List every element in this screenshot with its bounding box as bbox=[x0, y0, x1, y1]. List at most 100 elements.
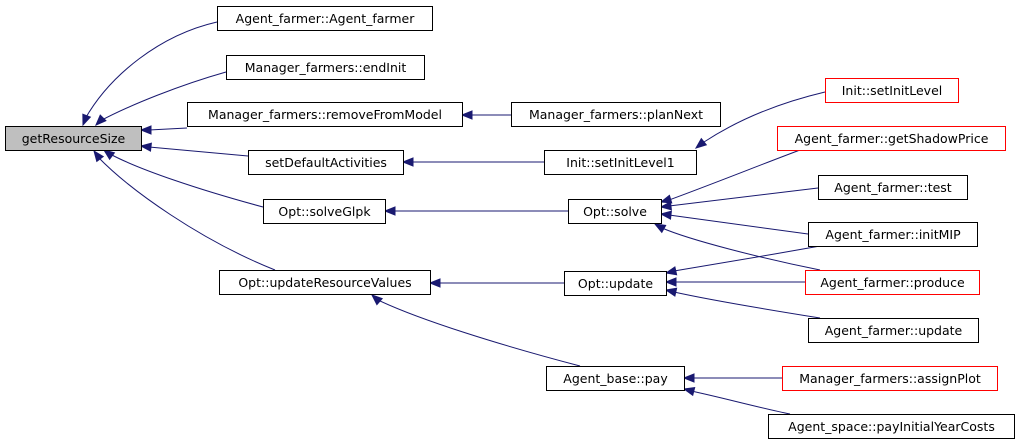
node-box[interactable] bbox=[564, 271, 667, 296]
edge-line bbox=[673, 245, 821, 272]
edge-initMIP-to-optSolve bbox=[659, 210, 809, 235]
node-afTest[interactable]: Agent_farmer::test bbox=[818, 175, 968, 200]
edge-afUpdate-to-optUpdate bbox=[664, 287, 821, 319]
edge-removeFromModel-to-getResourceSize bbox=[139, 125, 188, 135]
node-label: Opt::update bbox=[578, 276, 653, 291]
arrowhead-icon bbox=[659, 194, 673, 204]
node-label: Agent_farmer::Agent_farmer bbox=[236, 11, 416, 26]
node-box[interactable] bbox=[777, 126, 1006, 151]
edge-line bbox=[148, 146, 249, 157]
node-payInitialYearCosts[interactable]: Agent_space::payInitialYearCosts bbox=[768, 414, 1015, 439]
edge-optUpdate-to-updateResourceValues bbox=[428, 278, 564, 288]
edge-line bbox=[668, 187, 819, 207]
edge-updateResourceValues-to-getResourceSize bbox=[93, 149, 276, 271]
node-label: Agent_farmer::test bbox=[834, 180, 952, 195]
node-solveGlpk[interactable]: Opt::solveGlpk bbox=[263, 199, 386, 224]
edge-line bbox=[668, 149, 801, 201]
node-updateResourceValues[interactable]: Opt::updateResourceValues bbox=[219, 270, 431, 295]
node-box[interactable] bbox=[808, 222, 978, 247]
node-box[interactable] bbox=[5, 126, 142, 151]
arrowhead-icon bbox=[664, 266, 678, 276]
arrowhead-icon bbox=[93, 149, 105, 163]
node-box[interactable] bbox=[782, 366, 998, 391]
node-box[interactable] bbox=[768, 414, 1015, 439]
node-box[interactable] bbox=[568, 199, 662, 224]
node-setDefaultActivities[interactable]: setDefaultActivities bbox=[248, 150, 404, 175]
edge-solveGlpk-to-getResourceSize bbox=[102, 149, 264, 208]
node-label: Manager_farmers::assignPlot bbox=[799, 371, 981, 386]
edge-line bbox=[673, 291, 821, 319]
arrowhead-icon bbox=[139, 142, 152, 152]
edge-setDefaultActivities-to-getResourceSize bbox=[139, 142, 249, 157]
edge-setInitLevel1-to-setDefaultActivities bbox=[401, 157, 544, 167]
edges-layer bbox=[82, 21, 826, 415]
node-label: Manager_farmers::endInit bbox=[245, 60, 407, 75]
arrowhead-icon bbox=[694, 137, 708, 149]
node-getResourceSize[interactable]: getResourceSize bbox=[5, 126, 142, 151]
node-label: getResourceSize bbox=[22, 131, 126, 146]
node-box[interactable] bbox=[546, 366, 685, 391]
node-box[interactable] bbox=[263, 199, 386, 224]
node-label: Agent_farmer::update bbox=[825, 323, 963, 338]
node-label: Init::setInitLevel bbox=[842, 83, 943, 98]
edge-line bbox=[703, 91, 826, 143]
node-assignPlot[interactable]: Manager_farmers::assignPlot bbox=[782, 366, 998, 391]
node-box[interactable] bbox=[187, 102, 463, 127]
edge-optSolve-to-solveGlpk bbox=[383, 206, 568, 216]
arrowhead-icon bbox=[664, 277, 677, 287]
edge-produce-to-optSolve bbox=[653, 223, 821, 271]
arrowhead-icon bbox=[139, 125, 152, 135]
node-label: Opt::solve bbox=[583, 204, 647, 219]
arrowhead-icon bbox=[659, 210, 672, 220]
node-box[interactable] bbox=[808, 318, 979, 343]
node-optSolve[interactable]: Opt::solve bbox=[568, 199, 662, 224]
node-label: Agent_farmer::produce bbox=[820, 275, 965, 290]
node-label: Agent_farmer::initMIP bbox=[825, 227, 961, 242]
edge-afTest-to-optSolve bbox=[659, 187, 819, 211]
node-agentFarmerCtor[interactable]: Agent_farmer::Agent_farmer bbox=[217, 6, 433, 31]
edge-payInitialYearCosts-to-pay bbox=[682, 386, 791, 415]
edge-planNext-to-removeFromModel bbox=[460, 110, 511, 120]
node-setInitLevel[interactable]: Init::setInitLevel bbox=[825, 78, 959, 103]
node-box[interactable] bbox=[511, 102, 721, 127]
arrowhead-icon bbox=[653, 223, 667, 234]
node-box[interactable] bbox=[226, 55, 425, 80]
edge-getShadowPrice-to-optSolve bbox=[659, 149, 801, 204]
edge-line bbox=[109, 153, 264, 208]
node-box[interactable] bbox=[818, 175, 968, 200]
node-box[interactable] bbox=[217, 6, 433, 31]
node-planNext[interactable]: Manager_farmers::planNext bbox=[511, 102, 721, 127]
node-getShadowPrice[interactable]: Agent_farmer::getShadowPrice bbox=[777, 126, 1006, 151]
edge-assignPlot-to-pay bbox=[682, 373, 782, 383]
node-initMIP[interactable]: Agent_farmer::initMIP bbox=[808, 222, 978, 247]
node-label: Agent_space::payInitialYearCosts bbox=[788, 419, 995, 434]
node-setInitLevel1[interactable]: Init::setInitLevel1 bbox=[544, 150, 697, 175]
arrowhead-icon bbox=[82, 113, 92, 127]
node-optUpdate[interactable]: Opt::update bbox=[564, 271, 667, 296]
arrowhead-icon bbox=[682, 373, 695, 383]
node-pay[interactable]: Agent_base::pay bbox=[546, 366, 685, 391]
edge-initMIP-to-optUpdate bbox=[664, 245, 821, 276]
node-box[interactable] bbox=[219, 270, 431, 295]
arrowhead-icon bbox=[659, 201, 672, 211]
node-box[interactable] bbox=[805, 270, 980, 295]
node-label: Opt::solveGlpk bbox=[278, 204, 371, 219]
node-box[interactable] bbox=[544, 150, 697, 175]
edge-line bbox=[690, 390, 791, 415]
edge-line bbox=[148, 127, 188, 131]
edge-line bbox=[661, 227, 821, 271]
node-afUpdate[interactable]: Agent_farmer::update bbox=[808, 318, 979, 343]
node-label: Manager_farmers::planNext bbox=[529, 107, 703, 122]
arrowhead-icon bbox=[95, 114, 107, 126]
node-box[interactable] bbox=[248, 150, 404, 175]
node-label: Manager_farmers::removeFromModel bbox=[208, 107, 442, 122]
edge-line bbox=[377, 299, 581, 367]
node-box[interactable] bbox=[825, 78, 959, 103]
arrowhead-icon bbox=[460, 110, 473, 120]
node-produce[interactable]: Agent_farmer::produce bbox=[805, 270, 980, 295]
edge-pay-to-updateResourceValues bbox=[370, 294, 581, 367]
edge-agentFarmerCtor-to-getResourceSize bbox=[82, 21, 218, 127]
node-removeFromModel[interactable]: Manager_farmers::removeFromModel bbox=[187, 102, 463, 127]
node-endInit[interactable]: Manager_farmers::endInit bbox=[226, 55, 425, 80]
arrowhead-icon bbox=[682, 386, 696, 397]
